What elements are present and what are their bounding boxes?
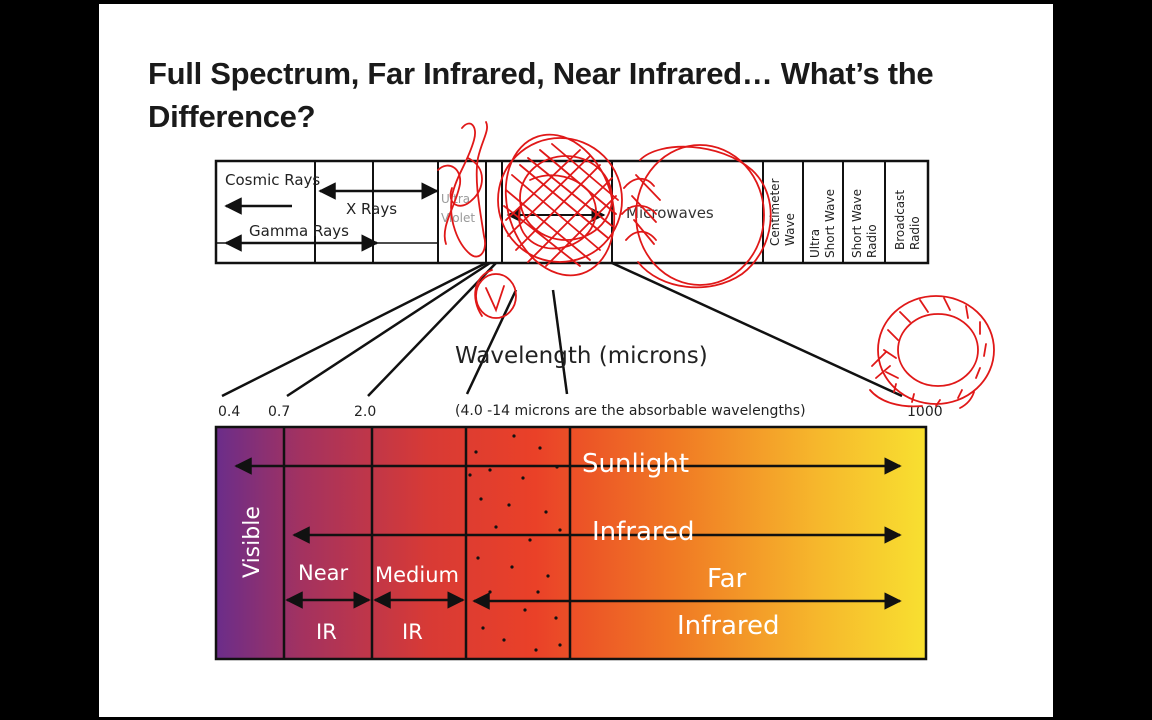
label-medium-ir: IR (402, 620, 423, 644)
label-centimeter-1: Centimeter (768, 178, 782, 246)
label-cosmic-rays: Cosmic Rays (225, 171, 320, 189)
tick-1000: 1000 (907, 404, 943, 420)
label-far-infrared: Infrared (677, 611, 780, 641)
label-ultra-short-1: Ultra (808, 229, 822, 258)
tick-0-4: 0.4 (218, 404, 240, 420)
slide-title-line-1: Full Spectrum, Far Infrared, Near Infrar… (148, 56, 934, 91)
label-centimeter-2: Wave (783, 213, 797, 246)
label-microwaves: Microwaves (626, 204, 714, 222)
absorbable-note: (4.0 -14 microns are the absorbable wave… (455, 403, 806, 419)
label-x-rays: X Rays (346, 200, 397, 218)
label-sunlight: Sunlight (582, 449, 689, 479)
label-far: Far (707, 564, 747, 594)
zoom-lines (221, 261, 903, 398)
label-short-wave-1: Short Wave (850, 189, 864, 258)
label-ultra-short-2: Short Wave (823, 189, 837, 258)
label-broadcast-2: Radio (908, 216, 922, 250)
label-short-wave-2: Radio (865, 224, 879, 258)
slide-title: Full Spectrum, Far Infrared, Near Infrar… (148, 52, 1028, 138)
tick-0-7: 0.7 (268, 404, 290, 420)
wavelength-title: Wavelength (microns) (455, 343, 708, 369)
label-medium: Medium (375, 563, 459, 587)
detail-bar: Visible Sunlight Infrared Near IR Medium… (214, 425, 928, 661)
label-visible: Visible (240, 506, 265, 578)
label-gamma-rays: Gamma Rays (249, 222, 349, 240)
red-annotation-scribbles (437, 121, 995, 409)
tick-2-0: 2.0 (354, 404, 376, 420)
slide-title-line-2: Difference? (148, 99, 316, 134)
label-near: Near (298, 561, 348, 585)
label-near-ir: IR (316, 620, 337, 644)
label-infrared: Infrared (592, 517, 695, 547)
label-broadcast-1: Broadcast (893, 190, 907, 250)
